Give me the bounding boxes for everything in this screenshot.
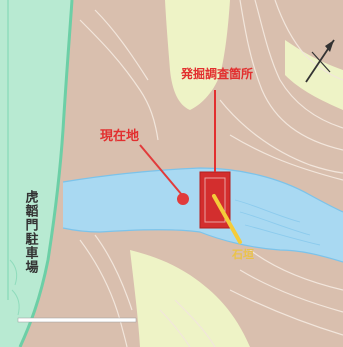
parking-stall-lines xyxy=(9,259,20,316)
parking-border xyxy=(18,0,74,347)
river-ripples xyxy=(234,199,321,246)
scale-bar xyxy=(17,317,137,323)
parking-area xyxy=(0,0,72,347)
current-location-leader xyxy=(139,144,183,196)
upper-valley-area xyxy=(165,0,230,110)
parking-lot-label: 虎韜門駐車場 xyxy=(23,189,39,274)
excavation-site-label: 発掘調査箇所 xyxy=(180,66,253,81)
river-edge-bottom xyxy=(62,227,343,263)
stone-wall-line xyxy=(212,194,242,244)
current-location-marker xyxy=(177,193,189,205)
contour-lines xyxy=(79,0,343,347)
upper-right-slope xyxy=(285,40,343,110)
north-arrow-icon xyxy=(305,39,335,83)
stone-wall-label: 石垣 xyxy=(231,247,254,261)
current-location-label: 現在地 xyxy=(100,128,139,144)
river-edge-top xyxy=(62,167,343,213)
excavation-site-inner xyxy=(204,177,226,223)
lower-valley-area xyxy=(130,250,250,347)
